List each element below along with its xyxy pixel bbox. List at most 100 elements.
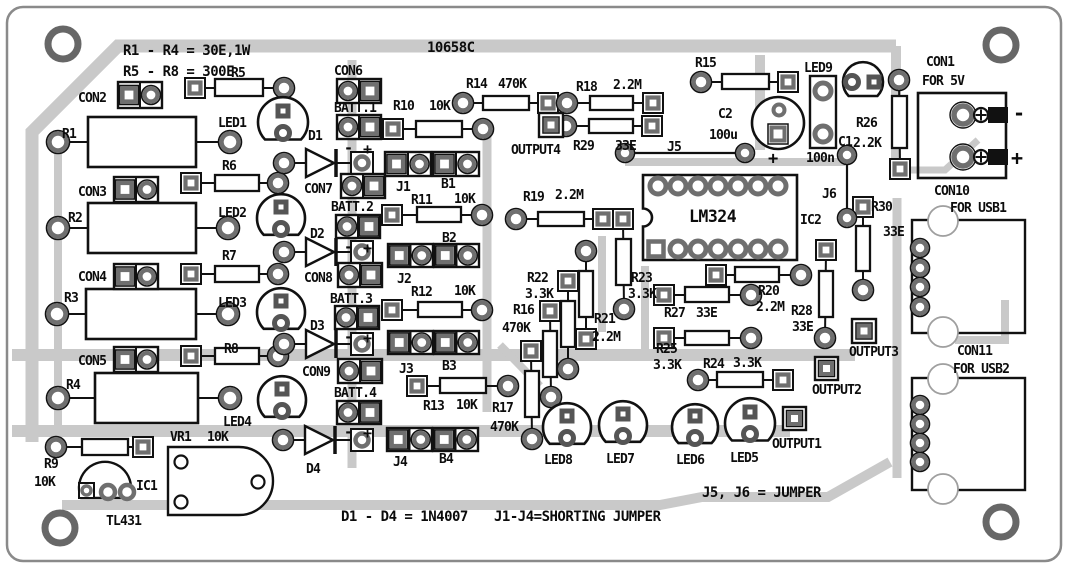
resistor-R22 — [556, 270, 580, 381]
label-d2-15: D2 — [310, 227, 324, 242]
label-3.3k-109: 3.3K — [653, 358, 682, 373]
label-con10-92: CON10 — [934, 184, 970, 199]
resistor-R23 — [612, 208, 636, 321]
label-+-86: + — [1011, 146, 1023, 170]
label-+-39: + — [363, 239, 372, 257]
header-B3 — [432, 329, 481, 356]
led-LED3 — [255, 286, 307, 332]
label-r16-98: R16 — [513, 303, 535, 318]
label-output1-118: OUTPUT1 — [772, 437, 822, 452]
label-r8-23: R8 — [224, 342, 239, 357]
resistor-R20 — [705, 263, 813, 287]
power-connector-CON1 — [916, 91, 1008, 180]
mounting-hole-bottom-right — [982, 503, 1020, 541]
label-r29-68: R29 — [573, 139, 594, 154]
label-3.3k-97: 3.3K — [525, 287, 554, 302]
connector-CON9 — [336, 357, 384, 385]
label-100n-80: 100n — [806, 151, 834, 166]
ic-IC2-LM324 — [641, 173, 799, 262]
resistor-R28 — [813, 239, 837, 350]
resistor-R2 — [45, 201, 241, 255]
jumper-J5 — [614, 142, 756, 164]
led-LED8 — [541, 401, 593, 447]
label-r9-26: R9 — [44, 457, 58, 472]
label-470k-105: 470K — [490, 420, 519, 435]
label-r3-17: R3 — [64, 291, 78, 306]
label-r7-18: R7 — [222, 249, 236, 264]
label-r15-74: R15 — [695, 56, 716, 71]
resistor-R9 — [44, 435, 154, 459]
label-2.2m-73: 2.2M — [555, 188, 584, 203]
copper-trace-bottom-band — [62, 457, 893, 510]
led-LED1 — [256, 95, 310, 142]
label-r6-13: R6 — [222, 159, 237, 174]
label-batt.4-45: BATT.4 — [334, 386, 377, 401]
label-led8-119: LED8 — [544, 453, 573, 468]
battery-connector-BATT2 — [334, 213, 382, 240]
battery-connector-BATT1 — [335, 113, 383, 141]
label-con1-83: CON1 — [926, 55, 955, 70]
label-3.3k-111: 3.3K — [733, 356, 762, 371]
label-led4-24: LED4 — [223, 415, 252, 430]
label-c1-79: C1 — [838, 135, 853, 150]
resistor-R29 — [554, 114, 663, 138]
diode-D4 — [271, 424, 374, 456]
connector-CON7 — [339, 172, 387, 200]
connector-CON5 — [112, 345, 160, 374]
resistor-R7 — [180, 262, 290, 286]
mounting-hole-top-left — [44, 25, 82, 63]
label-led6-121: LED6 — [676, 453, 705, 468]
connector-CON3 — [112, 175, 160, 204]
label-j6-89: J6 — [822, 187, 837, 202]
header-J4 — [385, 426, 434, 453]
resistor-R19 — [504, 207, 614, 231]
label-sym-46: - — [344, 423, 353, 441]
label-tl431-31: TL431 — [106, 514, 142, 529]
resistor-R16 — [539, 300, 563, 409]
label-r10-56: R10 — [393, 99, 415, 114]
label-r26-81: R26 — [856, 116, 878, 131]
output-pad-OUTPUT1 — [781, 405, 808, 432]
label-batt.2-37: BATT.2 — [331, 200, 373, 215]
battery-connector-BATT3 — [333, 304, 381, 331]
resistor-R10 — [382, 117, 495, 141]
label-con7-36: CON7 — [304, 182, 332, 197]
label-output2-117: OUTPUT2 — [812, 383, 861, 398]
label-j1-j4-shorting-jumper-4: J1-J4=SHORTING JUMPER — [494, 509, 662, 525]
label-d3-20: D3 — [310, 319, 324, 334]
label-+-77: + — [768, 149, 778, 169]
label-led1-8: LED1 — [218, 116, 247, 131]
label-10k-29: 10K — [207, 430, 229, 445]
resistor-R1 — [45, 115, 243, 169]
label-+-35: + — [363, 140, 372, 158]
usb-connector-CON11 — [909, 363, 1027, 505]
resistor-R18 — [555, 91, 664, 115]
label-j1-48: J1 — [396, 180, 411, 195]
capacitor-C2 — [750, 95, 806, 151]
output-pad-OUTPUT2 — [813, 355, 840, 382]
label-33e-107: 33E — [696, 306, 717, 321]
resistor-R4 — [45, 371, 243, 425]
resistor-R5 — [184, 76, 296, 100]
label-d1-10: D1 — [308, 129, 323, 144]
label-led9-78: LED9 — [804, 61, 832, 76]
label-r20-112: R20 — [758, 284, 780, 299]
label-33e-115: 33E — [792, 320, 813, 335]
label-sym-85: - — [1013, 101, 1025, 125]
resistor-R11 — [381, 203, 494, 227]
connector-CON8 — [336, 261, 384, 289]
diode-D3 — [272, 328, 374, 360]
label-j3-52: J3 — [399, 362, 413, 377]
label-c2-75: C2 — [718, 107, 732, 122]
label-con11-94: CON11 — [957, 344, 993, 359]
output-pad-OUTPUT3 — [850, 317, 878, 345]
label-r23-102: R23 — [631, 271, 652, 286]
output-pad-OUTPUT4 — [537, 111, 565, 139]
label-b2-51: B2 — [442, 231, 456, 246]
label-sym-42: - — [344, 328, 353, 346]
label-r21-100: R21 — [594, 312, 616, 327]
label-led5-122: LED5 — [730, 451, 758, 466]
label-r5---r8-300e-1: R5 - R8 = 300E — [123, 64, 234, 80]
label-ic1-30: IC1 — [136, 479, 158, 494]
header-J1 — [383, 150, 433, 178]
